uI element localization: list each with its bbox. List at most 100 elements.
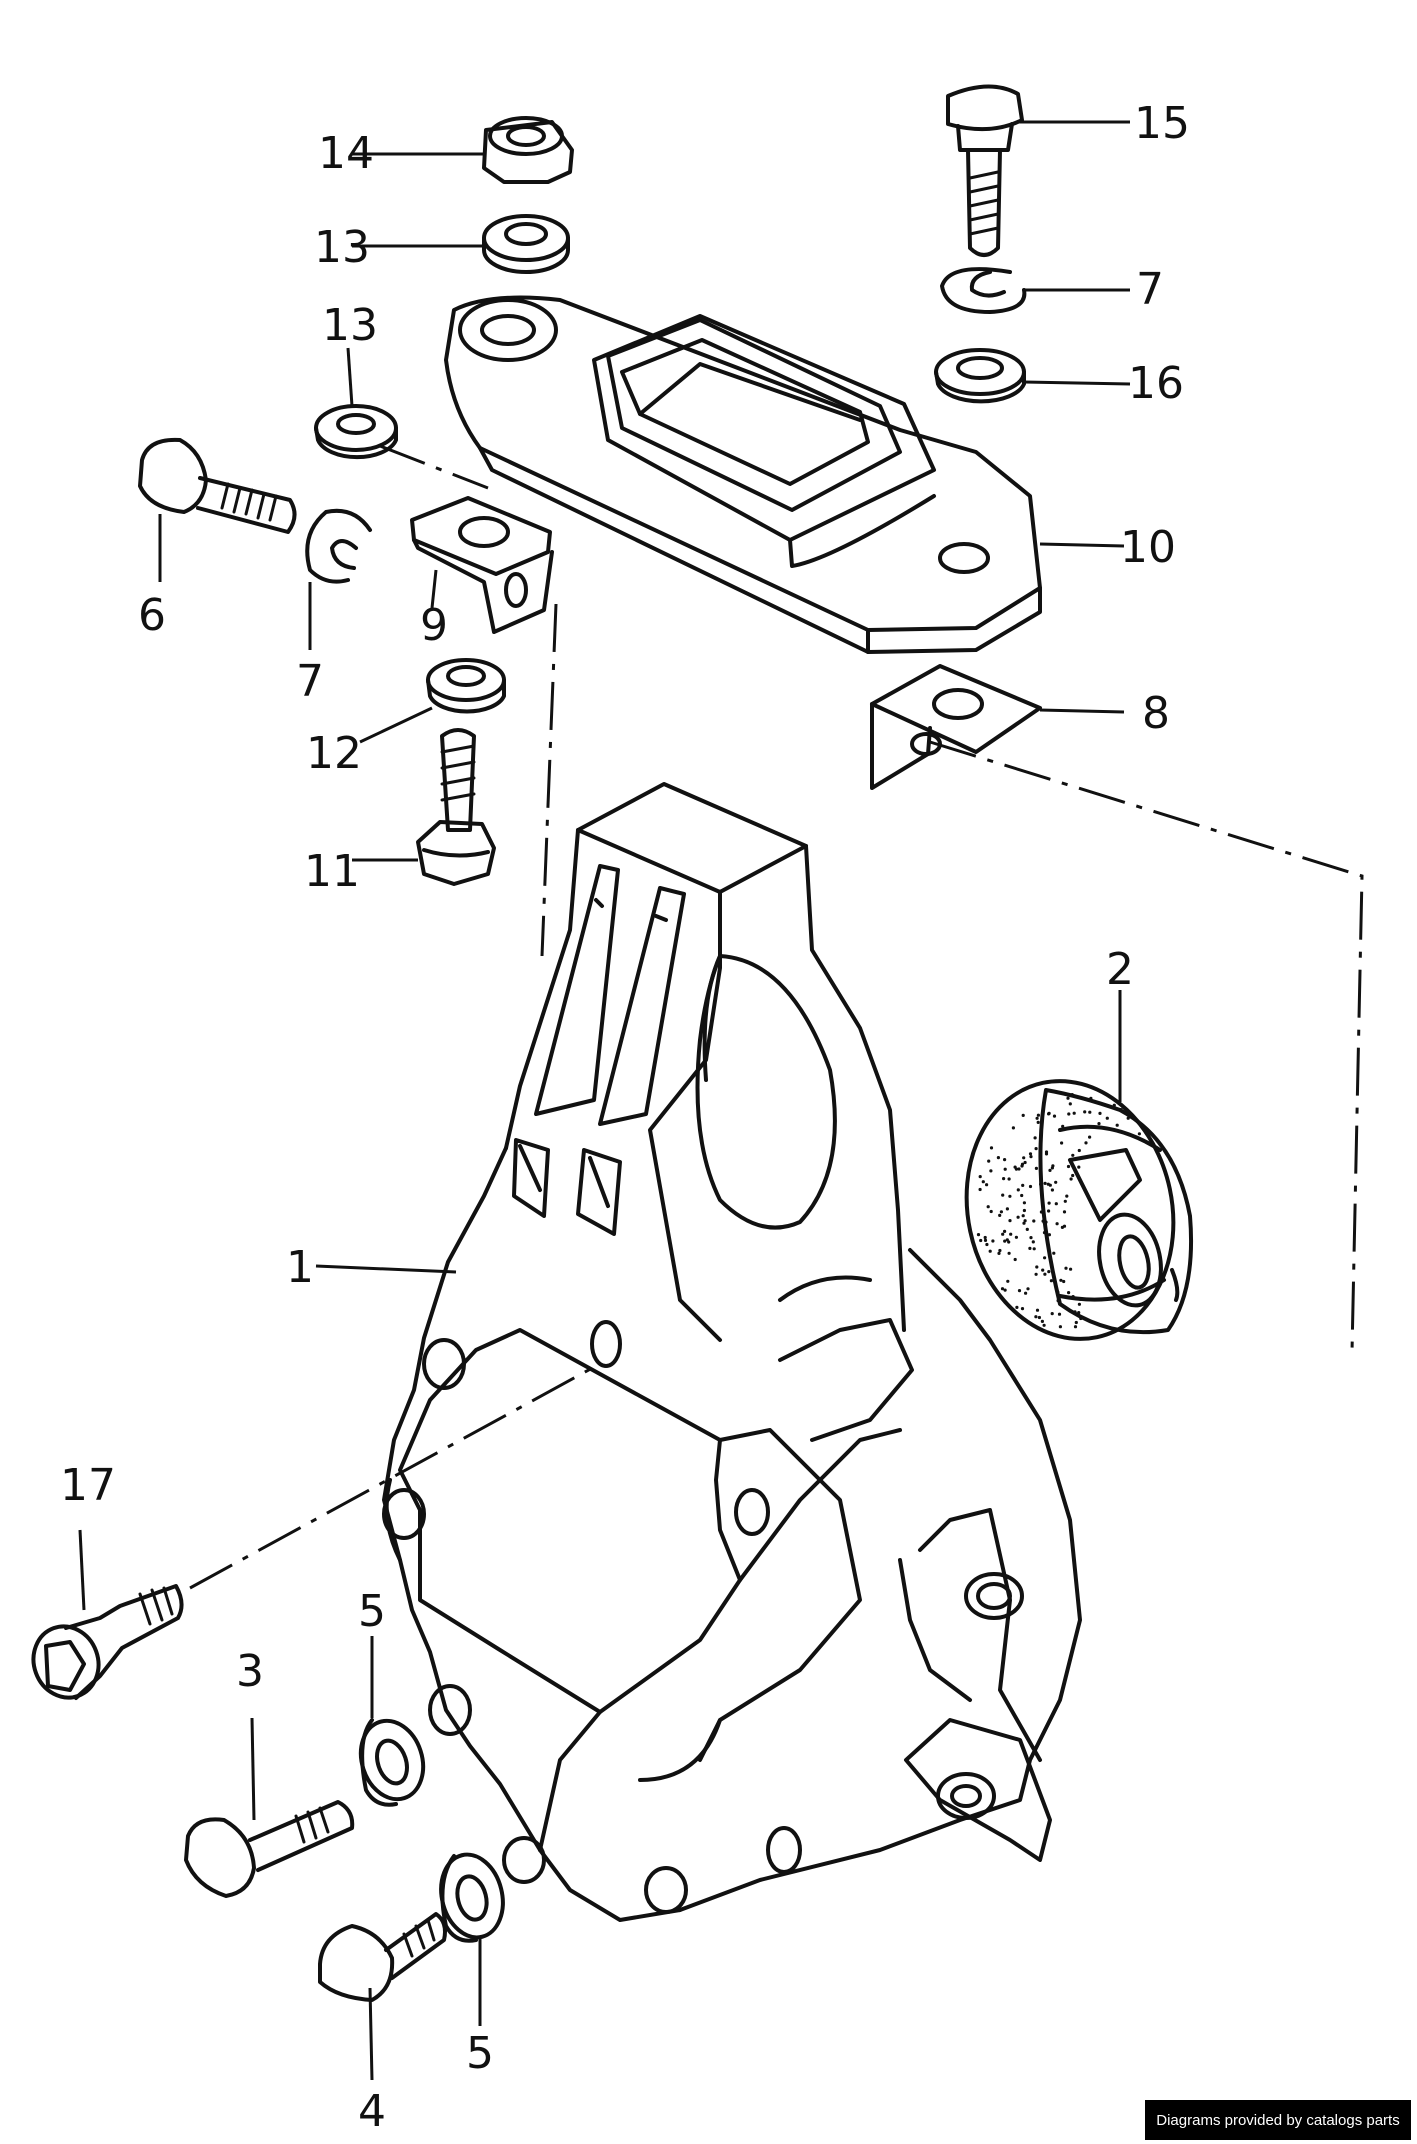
stipple-dot [1003,1158,1007,1162]
stipple-dot [1028,1184,1033,1189]
stipple-dot [1057,1312,1062,1316]
stipple-dot [1071,1173,1075,1178]
part-17-bolt [31,1584,184,1700]
stipple-dot [1003,1288,1007,1292]
stipple-dot [1040,1319,1044,1323]
stipple-dot [1077,1165,1081,1169]
callout-1: 1 [286,1242,314,1293]
stipple-dot [1003,1229,1007,1233]
stipple-dot [1047,1209,1051,1213]
stipple-dot [1079,1316,1083,1321]
stipple-dot [1034,1272,1038,1276]
stipple-dot [976,1233,981,1237]
part-1-housing [382,782,1082,1922]
stipple-dot [1077,1311,1081,1315]
stipple-dot [1033,1136,1037,1140]
stipple-dot [1071,1295,1075,1299]
stipple-dot [1023,1160,1027,1165]
stipple-dot [1073,1310,1077,1314]
stipple-dot [1036,1113,1040,1117]
callout-16: 16 [1128,358,1184,409]
stipple-dot [1015,1305,1019,1309]
part-5-washer-top [358,1718,426,1807]
stipple-dot [1042,1231,1047,1235]
stipple-dot [1073,1325,1078,1329]
stipple-dot [1020,1307,1025,1311]
stipple-dot [1034,1147,1038,1151]
stipple-dot [1062,1279,1066,1284]
stipple-dot [1028,1246,1032,1250]
stipple-dot [1025,1227,1029,1231]
stipple-dot [1072,1111,1076,1115]
part-14-nut [482,116,574,184]
stipple-dot [1074,1320,1078,1325]
stipple-dot [986,1205,990,1209]
part-15-bolt [946,84,1024,257]
stipple-dot [1078,1297,1082,1301]
callout-2: 2 [1106,944,1134,995]
part-3-bolt [184,1800,355,1898]
stipple-dot [1061,1124,1065,1128]
stipple-dot [1088,1110,1092,1114]
stipple-dot [1055,1222,1059,1226]
stipple-dot [1060,1141,1064,1145]
stipple-dot [1022,1208,1026,1213]
stipple-dot [1067,1112,1071,1116]
stipple-dot [1008,1194,1012,1198]
stipple-dot [998,1213,1002,1217]
stipple-dot [1002,1177,1006,1181]
part-16-washer [934,348,1026,404]
callout-13-left: 13 [322,300,378,351]
stipple-dot [1047,1201,1051,1205]
stipple-dot [1032,1219,1036,1223]
stipple-dot [978,1175,982,1179]
stipple-dot [1024,1291,1028,1295]
stipple-dot [1051,1164,1055,1168]
stipple-dot [1088,1135,1092,1139]
stipple-dot [1022,1156,1026,1160]
stipple-dot [983,1235,987,1240]
callout-15: 15 [1134,98,1190,149]
stipple-dot [983,1238,988,1242]
part-10-mount-carrier [444,295,1042,654]
part-2-rubber-mount [964,1079,1194,1341]
stipple-dot [1016,1188,1020,1192]
callout-17: 17 [60,1460,116,1511]
stipple-dot [1052,1251,1056,1255]
stipple-dot [1060,1225,1064,1229]
stipple-dot [1021,1183,1025,1187]
stipple-dot [1000,1287,1005,1291]
stipple-dot [1014,1235,1019,1239]
stipple-dot [1043,1272,1047,1276]
stipple-dot [1043,1256,1047,1260]
stipple-dot [1007,1240,1011,1244]
stipple-dot [1065,1194,1069,1198]
stipple-dot [1044,1150,1049,1154]
stipple-dot [981,1180,985,1184]
stipple-dot [1021,1214,1025,1218]
stipple-dot [1046,1182,1050,1186]
part-7-lock-washer-right [940,267,1027,314]
stipple-dot [1020,1193,1024,1198]
stipple-dot [1035,1308,1040,1312]
stipple-dot [998,1248,1002,1253]
stipple-dot [1070,1093,1074,1097]
stipple-dot [1013,1165,1017,1169]
stipple-dot [1021,1113,1025,1117]
stipple-dot [985,1183,989,1187]
stipple-dot [1042,1323,1046,1327]
stipple-dot [1003,1167,1007,1171]
stipple-dot [1029,1155,1033,1159]
stipple-dot [1047,1233,1051,1237]
stipple-dot [1029,1236,1033,1240]
callout-14: 14 [318,128,374,179]
stipple-dot [1039,1182,1043,1186]
stipple-dot [979,1238,983,1243]
stipple-dot [1036,1120,1040,1124]
stipple-dot [1023,1219,1027,1223]
stipple-dot [1016,1215,1020,1219]
footer-credit: Diagrams provided by catalogs parts [1145,2100,1411,2140]
part-7-lock-washer-left [305,508,372,584]
part-4-bolt [318,1912,447,2002]
stipple-dot [989,1169,993,1173]
